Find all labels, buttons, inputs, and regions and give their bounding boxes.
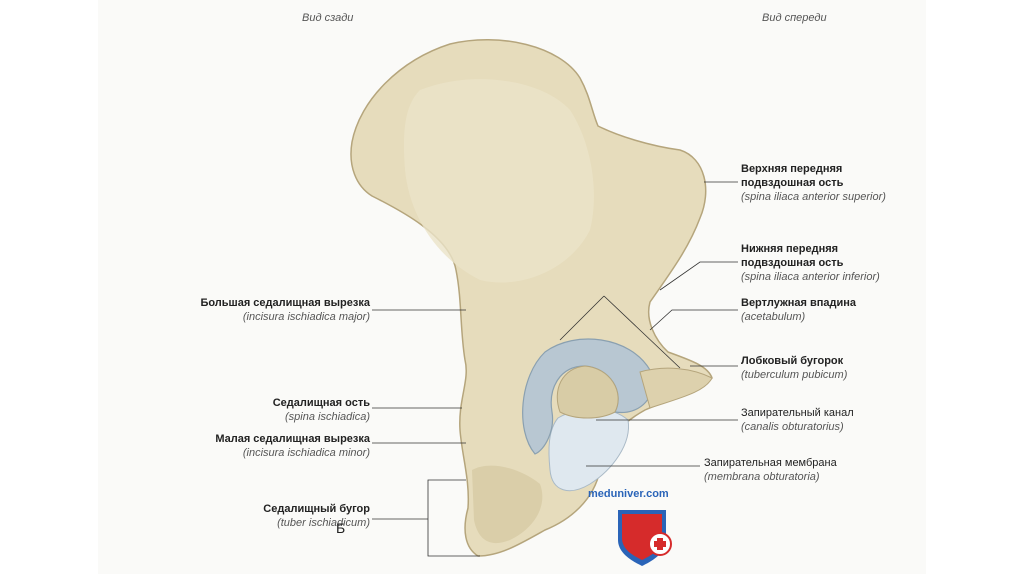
label-asis-ru-1: Верхняя передняя — [741, 162, 886, 176]
label-ischial-spine: Седалищная ость (spina ischiadica) — [273, 396, 370, 424]
label-greater-sciatic-notch-lat: (incisura ischiadica major) — [200, 310, 370, 324]
label-obturator-canal-lat: (canalis obturatorius) — [741, 420, 854, 434]
pubic-ramus — [640, 368, 712, 408]
panel-letter: Б — [336, 520, 345, 536]
posterior-view-label: Вид сзади — [302, 12, 353, 24]
obturator-membrane-shape — [549, 409, 629, 491]
watermark-text: meduniver.com — [588, 488, 669, 500]
label-obturator-membrane: Запирательная мембрана (membrana obturat… — [704, 456, 837, 484]
label-ischial-tuberosity: Седалищный бугор (tuber ischiadicum) — [263, 502, 370, 530]
label-aiis-ru-1: Нижняя передняя — [741, 242, 880, 256]
label-pubic-tubercle-lat: (tuberculum pubicum) — [741, 368, 847, 382]
label-pubic-tubercle-ru: Лобковый бугорок — [741, 354, 847, 368]
label-asis-ru-2: подвздошная ость — [741, 176, 886, 190]
label-aiis: Нижняя передняя подвздошная ость (spina … — [741, 242, 880, 284]
label-pubic-tubercle: Лобковый бугорок (tuberculum pubicum) — [741, 354, 847, 382]
label-aiis-ru-2: подвздошная ость — [741, 256, 880, 270]
label-obturator-membrane-ru: Запирательная мембрана — [704, 456, 837, 470]
label-acetabulum: Вертлужная впадина (acetabulum) — [741, 296, 856, 324]
label-obturator-canal: Запирательный канал (canalis obturatoriu… — [741, 406, 854, 434]
label-acetabulum-ru: Вертлужная впадина — [741, 296, 856, 310]
label-asis: Верхняя передняя подвздошная ость (spina… — [741, 162, 886, 204]
label-lesser-sciatic-notch: Малая седалищная вырезка (incisura ischi… — [215, 432, 370, 460]
label-ischial-tuberosity-ru: Седалищный бугор — [263, 502, 370, 516]
meduniver-shield-icon — [618, 510, 671, 566]
label-asis-lat: (spina iliaca anterior superior) — [741, 190, 886, 204]
iliac-fossa-shade — [404, 79, 594, 282]
label-ischial-spine-lat: (spina ischiadica) — [273, 410, 370, 424]
label-ischial-tuberosity-lat: (tuber ischiadicum) — [263, 516, 370, 530]
label-obturator-canal-ru: Запирательный канал — [741, 406, 854, 420]
label-aiis-lat: (spina iliaca anterior inferior) — [741, 270, 880, 284]
label-acetabulum-lat: (acetabulum) — [741, 310, 856, 324]
anterior-view-label: Вид спереди — [762, 12, 827, 24]
label-greater-sciatic-notch-ru: Большая седалищная вырезка — [200, 296, 370, 310]
label-greater-sciatic-notch: Большая седалищная вырезка (incisura isc… — [200, 296, 370, 324]
label-ischial-spine-ru: Седалищная ость — [273, 396, 370, 410]
label-lesser-sciatic-notch-ru: Малая седалищная вырезка — [215, 432, 370, 446]
label-obturator-membrane-lat: (membrana obturatoria) — [704, 470, 837, 484]
label-lesser-sciatic-notch-lat: (incisura ischiadica minor) — [215, 446, 370, 460]
